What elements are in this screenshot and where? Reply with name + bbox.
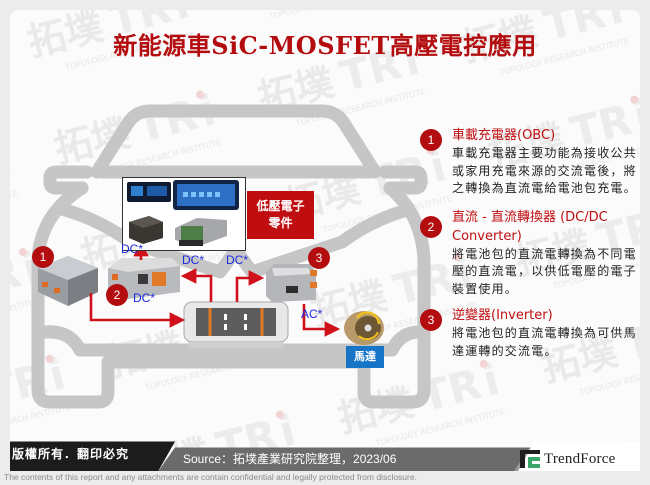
source-note: Source：拓墣產業研究院整理，2023/06 xyxy=(183,452,397,466)
item-heading: 車載充電器(OBC) xyxy=(452,128,556,143)
trendforce-logo-icon xyxy=(520,450,540,468)
slide-card: 拓墣 TR i TOPOLOGY RESEARCH INSTITUTE 新能源車… xyxy=(10,10,640,470)
flow-label-battery-to-inverter: DC* xyxy=(226,253,249,267)
flow-label-obc-to-battery: DC* xyxy=(133,291,156,305)
item-number-badge: 3 xyxy=(420,309,442,331)
low-voltage-components-photo xyxy=(122,177,246,251)
item-heading: 逆變器(Inverter) xyxy=(452,308,553,323)
flow-label-dcdc-to-lv: DC* xyxy=(121,242,144,256)
item-obc: 1 車載充電器(OBC) 車載充電器主要功能為接收公共或家用充電來源的交流電後，… xyxy=(420,126,640,198)
obc-device xyxy=(38,256,98,306)
item-description: 將電池包的直流電轉換為可供馬達運轉的交流電。 xyxy=(452,326,637,358)
copyright-notice: 版權所有．翻印必究 xyxy=(12,447,130,461)
item-description: 將電池包的直流電轉換為不同電壓的直流電，以供低電壓的電子裝置使用。 xyxy=(452,246,637,296)
item-dcdc: 2 直流 - 直流轉換器 (DC/DC Converter) 將電池包的直流電轉… xyxy=(420,208,640,299)
badge-dcdc: 2 xyxy=(106,284,128,306)
motor-device xyxy=(344,311,384,345)
item-heading: 直流 - 直流轉換器 (DC/DC Converter) xyxy=(452,209,608,244)
battery-pack xyxy=(183,301,289,348)
flow-arrows xyxy=(89,240,341,337)
item-description: 車載充電器主要功能為接收公共或家用充電來源的交流電後，將之轉換為直流電給電池包充… xyxy=(452,146,637,195)
item-inverter: 3 逆變器(Inverter) 將電池包的直流電轉換為可供馬達運轉的交流電。 xyxy=(420,306,640,360)
brand-name: TrendForce xyxy=(544,450,616,467)
motor-label: 馬達 xyxy=(346,346,384,368)
lv-label-line-1: 低壓電子 xyxy=(256,199,305,213)
disclaimer-text: The contents of this report and any atta… xyxy=(4,472,417,482)
trendforce-logo: TrendForce xyxy=(520,448,615,470)
component-descriptions: 1 車載充電器(OBC) 車載充電器主要功能為接收公共或家用充電來源的交流電後，… xyxy=(420,126,640,368)
lv-label-line-2: 零件 xyxy=(268,216,293,230)
inverter-device xyxy=(266,264,317,302)
low-voltage-components-label: 低壓電子 零件 xyxy=(247,191,314,239)
flow-label-battery-to-dcdc: DC* xyxy=(182,253,205,267)
item-number-badge: 2 xyxy=(420,215,442,238)
badge-inverter: 3 xyxy=(308,247,330,269)
page-title: 新能源車SiC-MOSFET高壓電控應用 xyxy=(113,31,537,60)
badge-obc: 1 xyxy=(32,246,54,268)
item-number-badge: 1 xyxy=(420,129,442,151)
footer-bar xyxy=(10,441,640,471)
flow-label-inverter-to-motor: AC* xyxy=(301,307,323,321)
